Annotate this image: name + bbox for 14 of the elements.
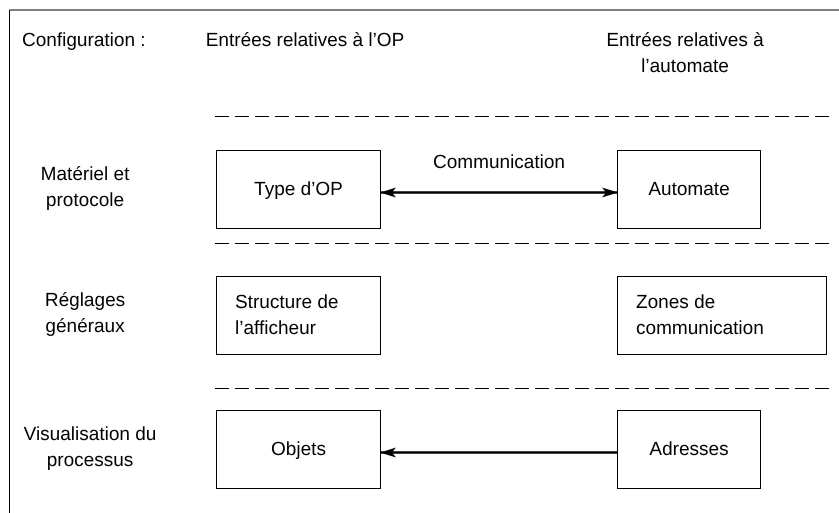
arrow xyxy=(380,188,618,198)
process-box: Type d’OP xyxy=(216,150,381,229)
row-heading: Matériel et protocole xyxy=(40,163,130,213)
row-heading: Visualisation du processus xyxy=(22,423,158,473)
process-box: Objets xyxy=(216,410,381,489)
process-box: Zones de communication xyxy=(617,276,827,355)
arrow xyxy=(380,448,617,458)
row-heading: Réglages généraux xyxy=(44,289,126,339)
column-heading: Entrées relatives à l’automate xyxy=(605,29,765,79)
column-heading: Entrées relatives à l’OP xyxy=(205,29,405,53)
process-box: Adresses xyxy=(617,410,761,489)
process-box: Automate xyxy=(617,150,761,229)
process-box: Structure de l’afficheur xyxy=(216,276,381,355)
heading-label: Configuration : xyxy=(22,29,147,53)
